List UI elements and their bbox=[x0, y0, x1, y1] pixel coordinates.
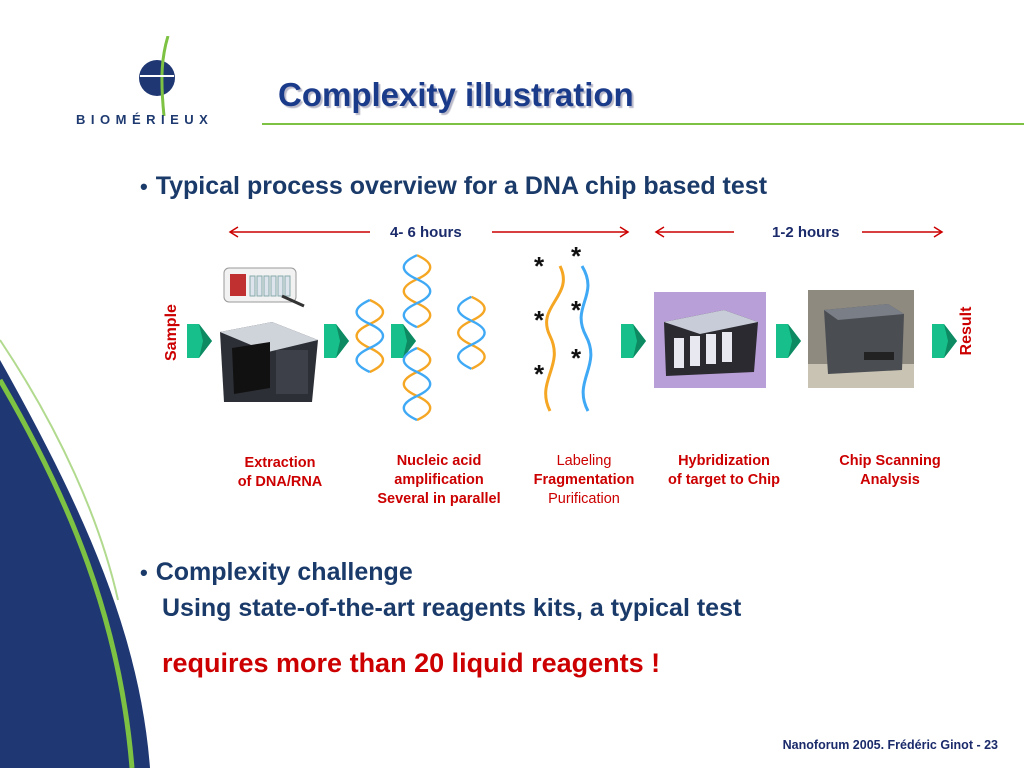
bullet-text: Typical process overview for a DNA chip … bbox=[155, 172, 768, 200]
step-line: of target to Chip bbox=[668, 472, 780, 488]
labeled-dna-icon bbox=[544, 265, 593, 412]
timeline-label-chip: 1-2 hours bbox=[772, 224, 840, 241]
label-marker-icon: * bbox=[534, 251, 545, 281]
step-line: Several in parallel bbox=[377, 491, 501, 507]
step-line: amplification bbox=[394, 472, 484, 488]
dna-amplification-icon bbox=[355, 253, 486, 422]
label-marker-icon: * bbox=[571, 343, 582, 373]
biomerieux-logo bbox=[139, 36, 175, 116]
step-hybridization: Hybridization of target to Chip bbox=[650, 452, 798, 490]
slide-title: Complexity illustration bbox=[278, 76, 634, 113]
bullet-complexity-challenge: •Complexity challenge bbox=[140, 558, 413, 586]
step-line: Purification bbox=[548, 491, 620, 507]
step-line: Labeling bbox=[556, 453, 612, 469]
bullet-heading: Complexity challenge bbox=[155, 558, 413, 586]
timeline-arrows bbox=[228, 226, 944, 238]
step-line: of DNA/RNA bbox=[237, 474, 323, 490]
bullet-body-line: Using state-of-the-art reagents kits, a … bbox=[162, 594, 742, 622]
chip-scanner-icon bbox=[808, 290, 914, 388]
label-marker-icon: * bbox=[534, 305, 545, 335]
step-line: Chip Scanning bbox=[839, 453, 941, 469]
step-line: Analysis bbox=[860, 472, 920, 488]
step-line: Extraction bbox=[244, 455, 316, 471]
extraction-instrument-icon bbox=[220, 267, 318, 402]
timeline-label-sample-prep: 4- 6 hours bbox=[390, 224, 462, 241]
logo-wordmark: BIOMÉRIEUX bbox=[76, 112, 214, 127]
step-amplification: Nucleic acid amplification Several in pa… bbox=[362, 452, 516, 509]
label-marker-icon: * bbox=[571, 241, 582, 271]
step-line: Hybridization bbox=[678, 453, 770, 469]
step-chip-scanning: Chip Scanning Analysis bbox=[818, 452, 962, 490]
step-line: Fragmentation bbox=[533, 472, 635, 488]
label-marker-icon: * bbox=[571, 295, 582, 325]
step-labeling: Labeling Fragmentation Purification bbox=[520, 452, 648, 509]
hybridization-station-icon bbox=[654, 292, 766, 388]
label-marker-icon: * bbox=[534, 359, 545, 389]
bullet-highlight-line: requires more than 20 liquid reagents ! bbox=[162, 648, 661, 678]
step-line: Nucleic acid bbox=[396, 453, 482, 469]
step-extraction: Extraction of DNA/RNA bbox=[218, 454, 342, 492]
slide-footer: Nanoforum 2005. Frédéric Ginot - 23 bbox=[782, 738, 998, 752]
flow-arrows bbox=[187, 324, 957, 358]
bullet-process-overview: •Typical process overview for a DNA chip… bbox=[140, 172, 768, 200]
